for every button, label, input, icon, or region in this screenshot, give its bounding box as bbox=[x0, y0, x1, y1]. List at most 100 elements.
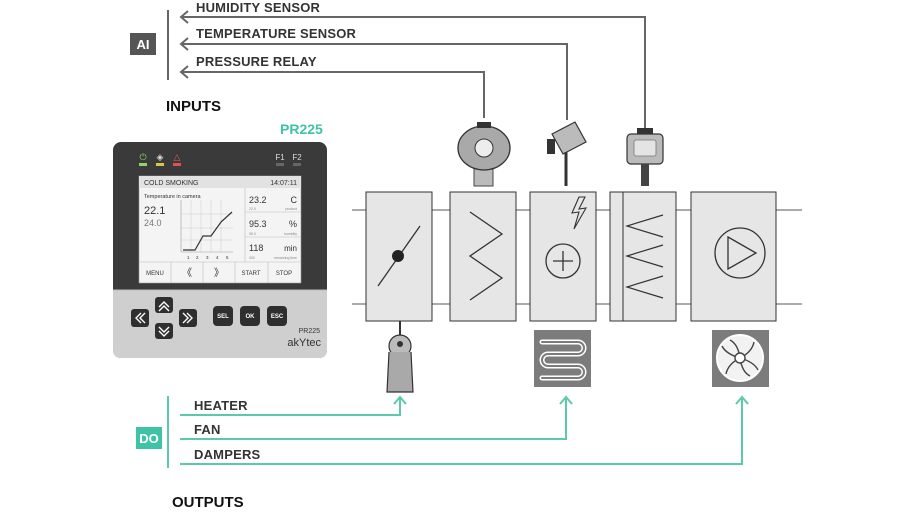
softkey-start[interactable]: START bbox=[241, 271, 260, 277]
do-badge bbox=[136, 427, 162, 449]
f1-led-label: F1 bbox=[275, 153, 285, 162]
fan-output-line bbox=[180, 398, 567, 440]
key-sel-label: SEL bbox=[217, 314, 229, 320]
key-ok-label: OK bbox=[246, 314, 256, 320]
key-up-button[interactable] bbox=[155, 297, 173, 313]
screen-header bbox=[139, 176, 301, 188]
chevron-left-icon bbox=[135, 312, 146, 324]
graph-tick: 5 bbox=[226, 255, 229, 260]
cell-unit: min bbox=[284, 244, 297, 253]
temperature-sensor-line bbox=[182, 43, 568, 120]
temperature-sensor-label: TEMPERATURE SENSOR bbox=[196, 26, 357, 41]
status-leds: ⏻ ◈ △ F1 F2 bbox=[139, 152, 302, 166]
dampers-output-label: DAMPERS bbox=[194, 447, 261, 462]
inputs-section: AI HUMIDITY SENSOR TEMPERATURE SENSOR PR… bbox=[130, 0, 646, 128]
softkey-next-icon[interactable]: 》 bbox=[214, 267, 224, 279]
cell-sub-left: 22.0 bbox=[249, 207, 256, 211]
filter-zigzag bbox=[468, 211, 504, 301]
device-screen: COLD SMOKING 14:07:11 Temperature in cam… bbox=[138, 175, 302, 284]
cell-sub-left: 95.0 bbox=[249, 232, 256, 236]
heater-element bbox=[534, 330, 591, 387]
chevron-right-icon bbox=[182, 312, 193, 324]
pressure-relay-line bbox=[182, 71, 485, 118]
screen-cell-product: 23.2 C 22.0 product bbox=[249, 195, 298, 211]
cell-value: 95.3 bbox=[249, 219, 267, 229]
cell-value: 23.2 bbox=[249, 195, 267, 205]
alarm-icon: △ bbox=[174, 152, 181, 162]
damper-section bbox=[365, 191, 433, 322]
fan-symbol bbox=[714, 227, 766, 279]
screen-softkeys: MENU 《 》 START STOP bbox=[146, 262, 292, 283]
cell-unit: C bbox=[291, 195, 298, 205]
power-led bbox=[139, 163, 147, 166]
fan-section bbox=[690, 191, 777, 322]
outputs-title: OUTPUTS bbox=[172, 494, 244, 511]
screen-cell-humidity: 95.3 % 95.0 humidity bbox=[249, 219, 297, 236]
function-keys: SEL OK ESC bbox=[213, 306, 287, 326]
cooler-section bbox=[609, 191, 677, 322]
humidity-arrow-icon bbox=[179, 10, 189, 24]
key-esc-button[interactable] bbox=[267, 306, 287, 326]
fan-motor bbox=[712, 330, 769, 387]
cell-sub-right: humidity bbox=[284, 232, 297, 236]
device-model-label: PR225 bbox=[280, 121, 323, 137]
humidity-sensor-label: HUMIDITY SENSOR bbox=[196, 0, 321, 15]
navigation-keys bbox=[131, 297, 197, 339]
air-handling-unit bbox=[352, 191, 802, 322]
f2-led bbox=[293, 163, 301, 166]
f2-led-label: F2 bbox=[292, 153, 302, 162]
device-model-plate: PR225 bbox=[299, 328, 321, 335]
graph-tick: 4 bbox=[216, 255, 219, 260]
cooler-housing bbox=[609, 191, 677, 322]
do-badge-label: DO bbox=[139, 431, 159, 446]
inputs-title: INPUTS bbox=[166, 98, 221, 115]
temperature-arrow-icon bbox=[179, 37, 189, 51]
screen-temp-current: 22.1 bbox=[144, 205, 165, 217]
chevron-down-icon bbox=[158, 326, 170, 337]
cell-sub-right: product bbox=[285, 207, 297, 211]
lightning-icon bbox=[571, 196, 588, 230]
cell-value: 118 bbox=[249, 243, 263, 253]
device-brand: akYtec bbox=[287, 337, 321, 349]
screen-temp-set: 24.0 bbox=[144, 218, 162, 228]
key-esc-label: ESC bbox=[271, 314, 284, 320]
heater-section bbox=[529, 191, 597, 322]
graph-tick: 2 bbox=[196, 255, 199, 260]
screen-graph: 1 2 3 4 5 bbox=[180, 200, 233, 260]
graph-tick: 1 bbox=[187, 255, 190, 260]
pressure-arrow-icon bbox=[179, 65, 189, 79]
plus-icon bbox=[553, 251, 573, 271]
settings-led bbox=[156, 163, 164, 166]
cell-sub-left: 300 bbox=[249, 256, 255, 260]
power-icon: ⏻ bbox=[139, 152, 146, 162]
graph-tick: 3 bbox=[206, 255, 209, 260]
filter-section bbox=[449, 191, 517, 322]
settings-icon: ◈ bbox=[157, 152, 164, 162]
temperature-sensor-device bbox=[547, 121, 587, 186]
screen-program-name: COLD SMOKING bbox=[144, 180, 198, 187]
key-ok-button[interactable] bbox=[240, 306, 260, 326]
fan-arrow-icon bbox=[559, 395, 573, 405]
fan-housing bbox=[690, 191, 777, 322]
damper-actuator bbox=[386, 321, 414, 393]
dampers-arrow-icon bbox=[735, 395, 749, 405]
heater-arrow-icon bbox=[393, 395, 407, 405]
pr225-controller: ⏻ ◈ △ F1 F2 COLD SMOKING 14:07:11 Temper… bbox=[113, 142, 327, 358]
softkey-menu[interactable]: MENU bbox=[146, 271, 164, 277]
temperature-sensor-icon bbox=[551, 121, 587, 155]
f1-led bbox=[276, 163, 284, 166]
softkey-stop[interactable]: STOP bbox=[276, 271, 292, 277]
softkey-prev-icon[interactable]: 《 bbox=[182, 267, 192, 279]
key-sel-button[interactable] bbox=[213, 306, 233, 326]
heater-symbol bbox=[545, 243, 581, 279]
play-icon bbox=[727, 235, 758, 271]
screen-graph-curve bbox=[183, 211, 233, 251]
screen-time: 14:07:11 bbox=[270, 180, 297, 187]
alarm-led bbox=[173, 163, 181, 166]
heater-output-label: HEATER bbox=[194, 398, 248, 413]
outputs-section: DO HEATER FAN DAMPERS OUTPUTS bbox=[136, 395, 749, 511]
pressure-relay-device bbox=[457, 122, 511, 187]
humidity-sensor-device bbox=[626, 128, 664, 186]
chevron-up-icon bbox=[158, 301, 170, 312]
